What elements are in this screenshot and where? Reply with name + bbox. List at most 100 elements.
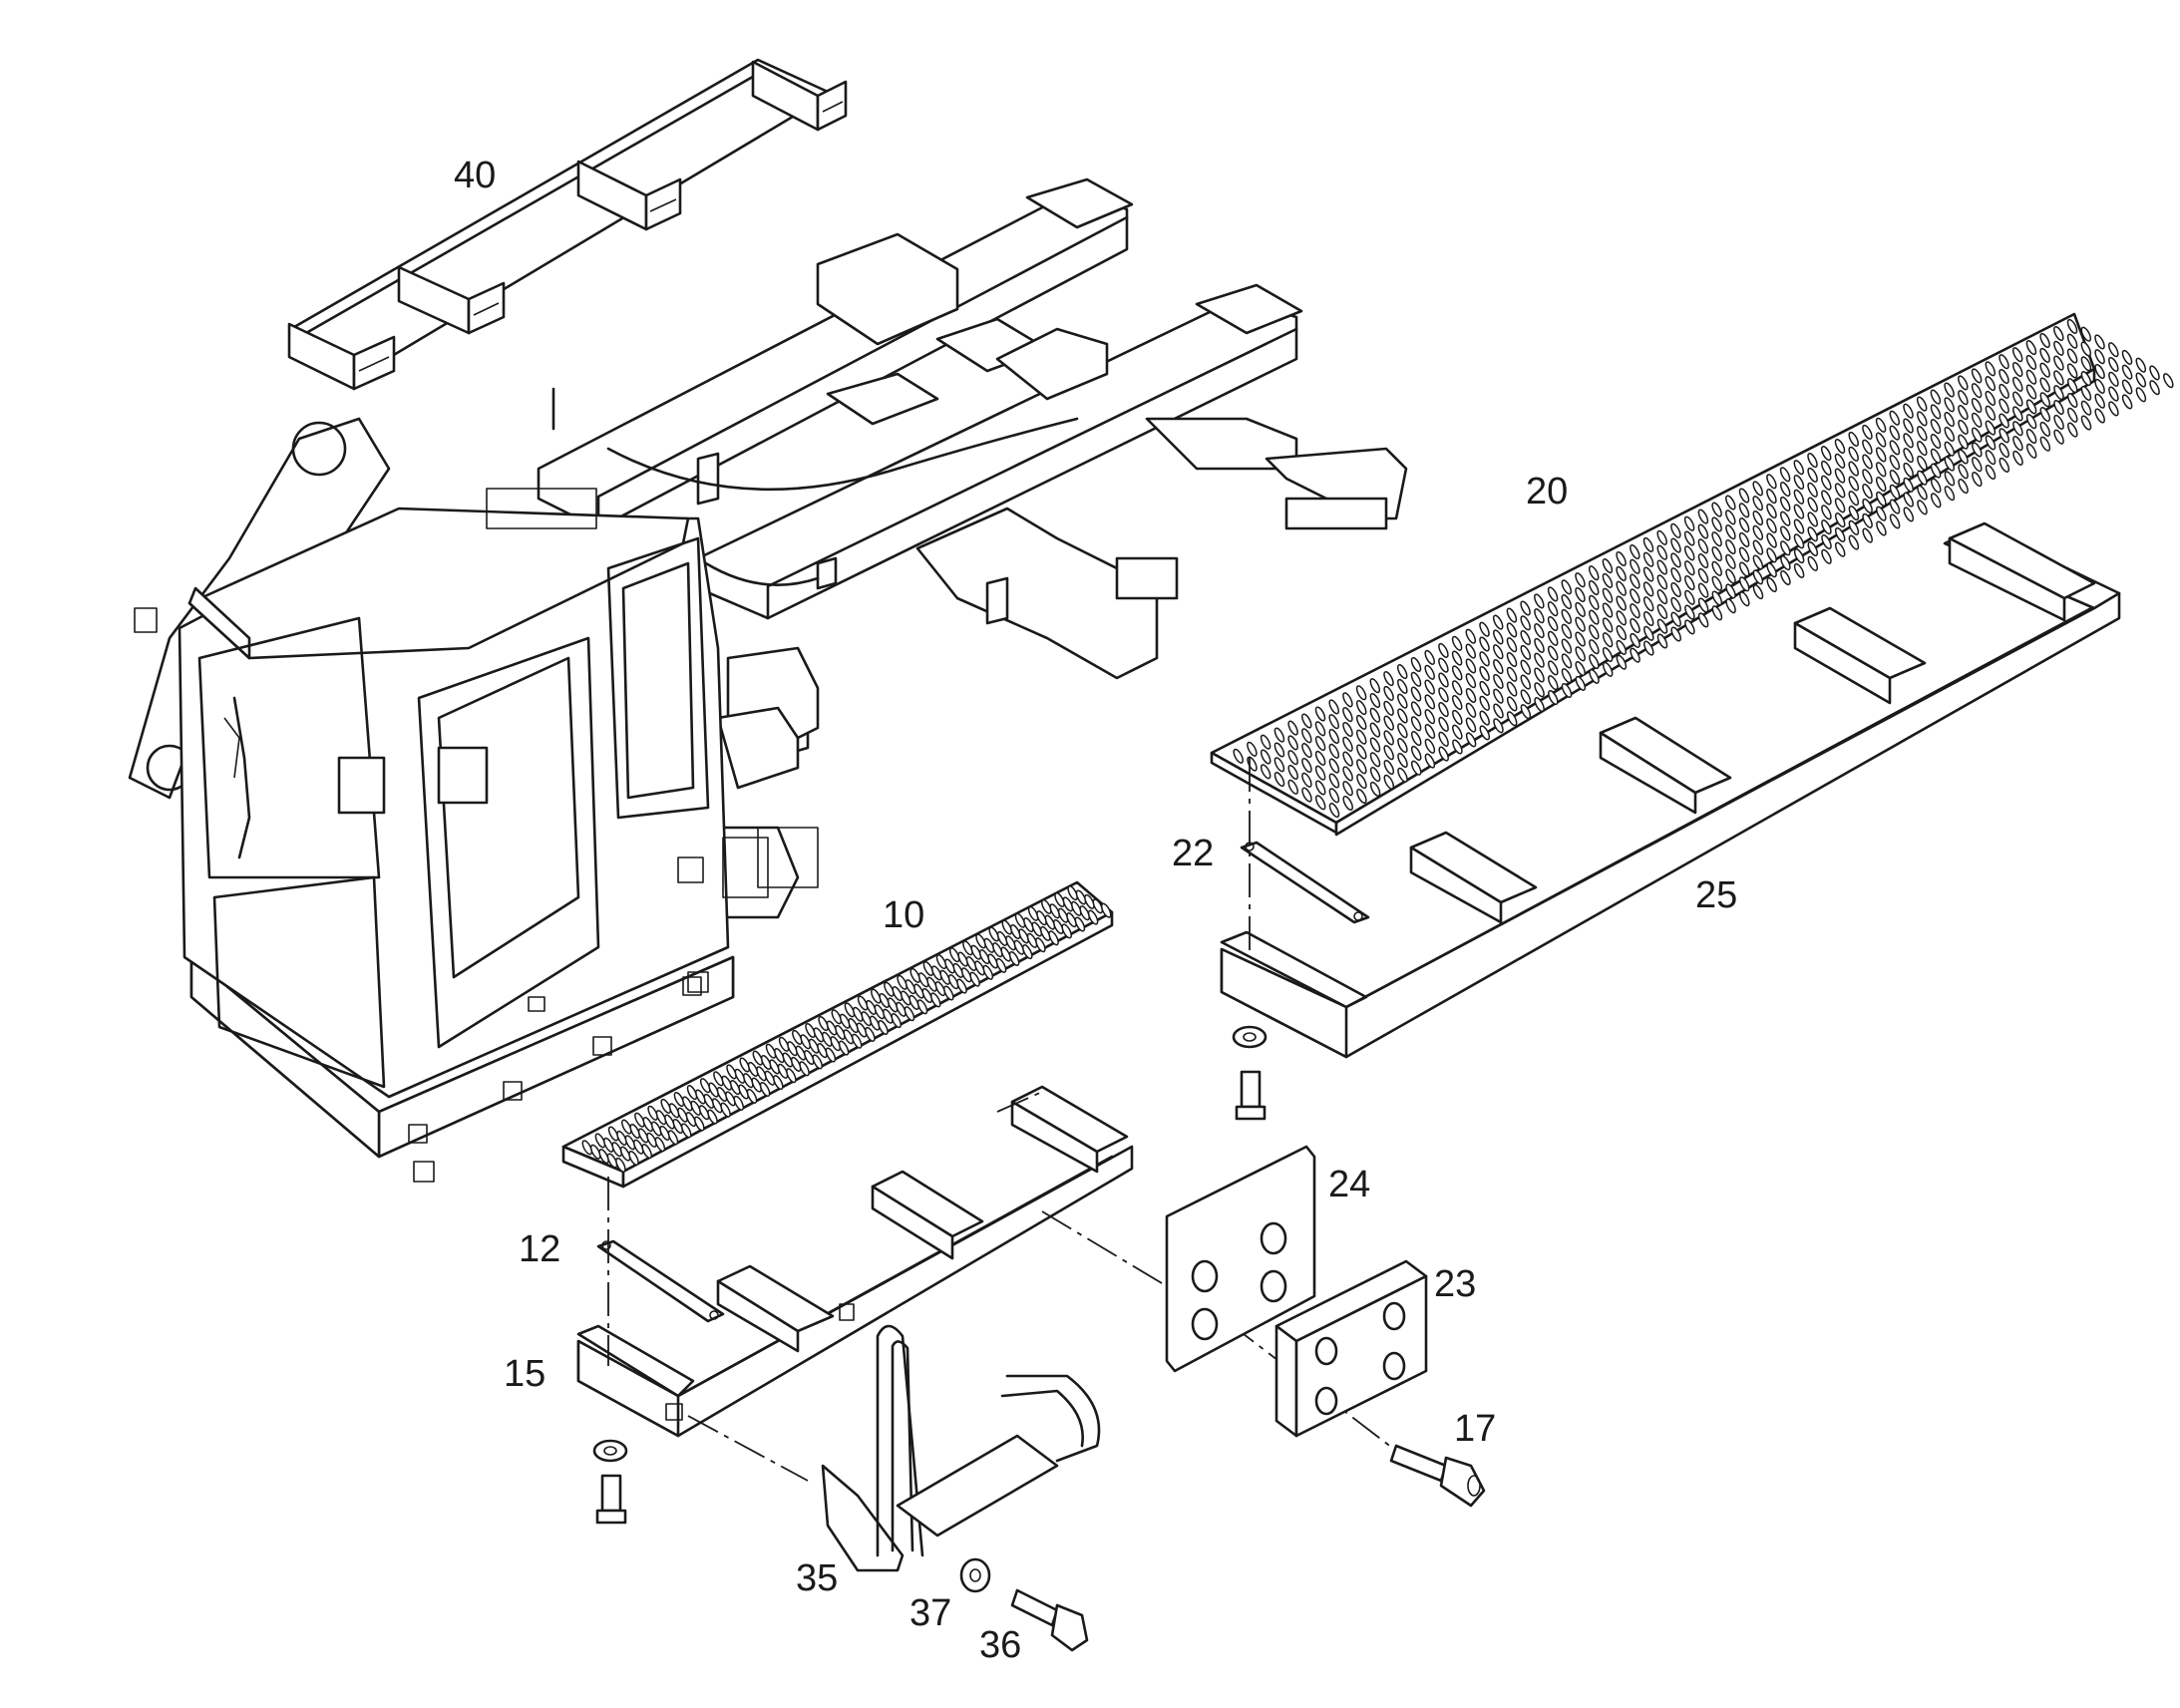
perforation-slot (922, 960, 934, 977)
perforation-slot (1630, 603, 1640, 619)
perforation-slot (633, 1139, 644, 1155)
perforation-slot (1314, 736, 1326, 752)
part-washer-bolt-left (592, 1439, 628, 1525)
perforation-slot (1067, 885, 1078, 901)
perforation-slot (929, 992, 941, 1008)
part-23-spacer-block (1274, 1259, 1428, 1438)
perforation-slot (1548, 690, 1559, 706)
perforation-slot (1848, 505, 1860, 521)
perforation-slot (1314, 721, 1326, 737)
callout-20: 20 (1526, 471, 1568, 512)
perforation-slot (2108, 356, 2119, 373)
perforation-slot (2135, 372, 2147, 388)
perforation-slot (1328, 788, 1340, 804)
perforation-slot (1383, 774, 1395, 790)
perforation-slot (1656, 559, 1668, 575)
perforation-slot (1438, 731, 1449, 747)
perforation-slot (1328, 728, 1340, 745)
callout-22: 22 (1172, 833, 1214, 874)
perforation-slot (1465, 628, 1477, 644)
perforation-slot (1642, 536, 1654, 552)
perforation-slot (1684, 589, 1695, 605)
perforation-slot (1998, 443, 2009, 459)
perforation-slot (1930, 463, 1942, 479)
perforation-slot (1821, 548, 1832, 564)
perforation-slot (1821, 519, 1832, 535)
perforation-slot (1602, 602, 1614, 618)
perforation-slot (1438, 672, 1449, 688)
perforation-slot (667, 1130, 679, 1146)
perforation-slot (1383, 671, 1394, 687)
perforation-slot (603, 1137, 614, 1153)
perforation-slot (1752, 524, 1764, 540)
perforation-slot (1575, 631, 1586, 647)
perforation-slot (1616, 565, 1627, 581)
perforation-slot (1492, 614, 1504, 630)
perforation-slot (883, 1008, 894, 1024)
perforation-slot (1589, 639, 1600, 655)
perforation-slot (853, 1006, 864, 1022)
perforation-slot (1916, 396, 1928, 412)
perforation-slot (2163, 373, 2174, 389)
perforation-slot (1738, 561, 1750, 577)
perforation-slot (808, 1038, 820, 1054)
perforation-slot (2094, 408, 2105, 424)
perforation-slot (1917, 485, 1928, 501)
perforation-slot (729, 1080, 741, 1096)
perforation-slot (1917, 441, 1928, 457)
perforation-slot (1820, 446, 1832, 462)
perforation-slot (1752, 481, 1763, 497)
perforation-slot (1930, 478, 1942, 494)
perforation-slot (760, 1054, 772, 1071)
perforation-slot (835, 1024, 846, 1040)
perforation-slot (1074, 916, 1086, 932)
perforation-slot (1875, 447, 1887, 463)
perforation-slot (1807, 512, 1818, 527)
perforation-slot (905, 979, 916, 995)
perforation-slot (1287, 735, 1298, 751)
perforation-slot (1683, 545, 1695, 561)
perforation-slot (1807, 497, 1818, 512)
perforation-slot (1930, 389, 1942, 405)
perforation-slot (1958, 419, 1969, 435)
perforation-slot (1944, 382, 1955, 398)
perforation-slot (1944, 426, 1956, 442)
perforation-slot (787, 1041, 798, 1057)
perforation-slot (1356, 759, 1367, 775)
perforation-slot (1548, 660, 1559, 676)
perforation-slot (1039, 925, 1051, 941)
perforation-slot (871, 988, 882, 1004)
perforation-slot (1438, 716, 1449, 732)
perforation-slot (1369, 707, 1381, 723)
perforation-slot (1438, 687, 1449, 703)
perforation-slot (1875, 432, 1887, 448)
perforation-slot (2080, 326, 2092, 342)
perforation-slot (1917, 455, 1928, 471)
perforation-slot (1520, 674, 1532, 690)
perforation-slot (1711, 575, 1723, 591)
perforation-slot (1369, 752, 1381, 768)
perforation-slot (1424, 723, 1436, 740)
perforation-slot (1903, 492, 1914, 508)
perforation-slot (1479, 636, 1490, 652)
perforation-slot (1848, 431, 1859, 447)
part-10-small-step-plate (561, 880, 1114, 1189)
perforation-slot (1862, 454, 1873, 470)
perforation-slot (1057, 907, 1069, 923)
perforation-slot (668, 1103, 680, 1119)
perforation-slot (1807, 482, 1818, 498)
perforation-slot (1971, 412, 1983, 428)
perforation-slot (1075, 889, 1087, 905)
perforation-slot (1301, 713, 1312, 729)
perforation-slot (680, 1123, 692, 1139)
perforation-slot (2135, 357, 2147, 373)
perforation-slot (1410, 760, 1422, 776)
perforation-slot (713, 1071, 724, 1087)
perforation-slot (1547, 601, 1559, 617)
perforation-slot (1561, 653, 1573, 669)
perforation-slot (1424, 738, 1436, 754)
operator-cab (128, 417, 819, 1183)
perforation-slot (1630, 588, 1640, 604)
perforation-slot (1561, 682, 1573, 699)
perforation-slot (1821, 460, 1832, 476)
